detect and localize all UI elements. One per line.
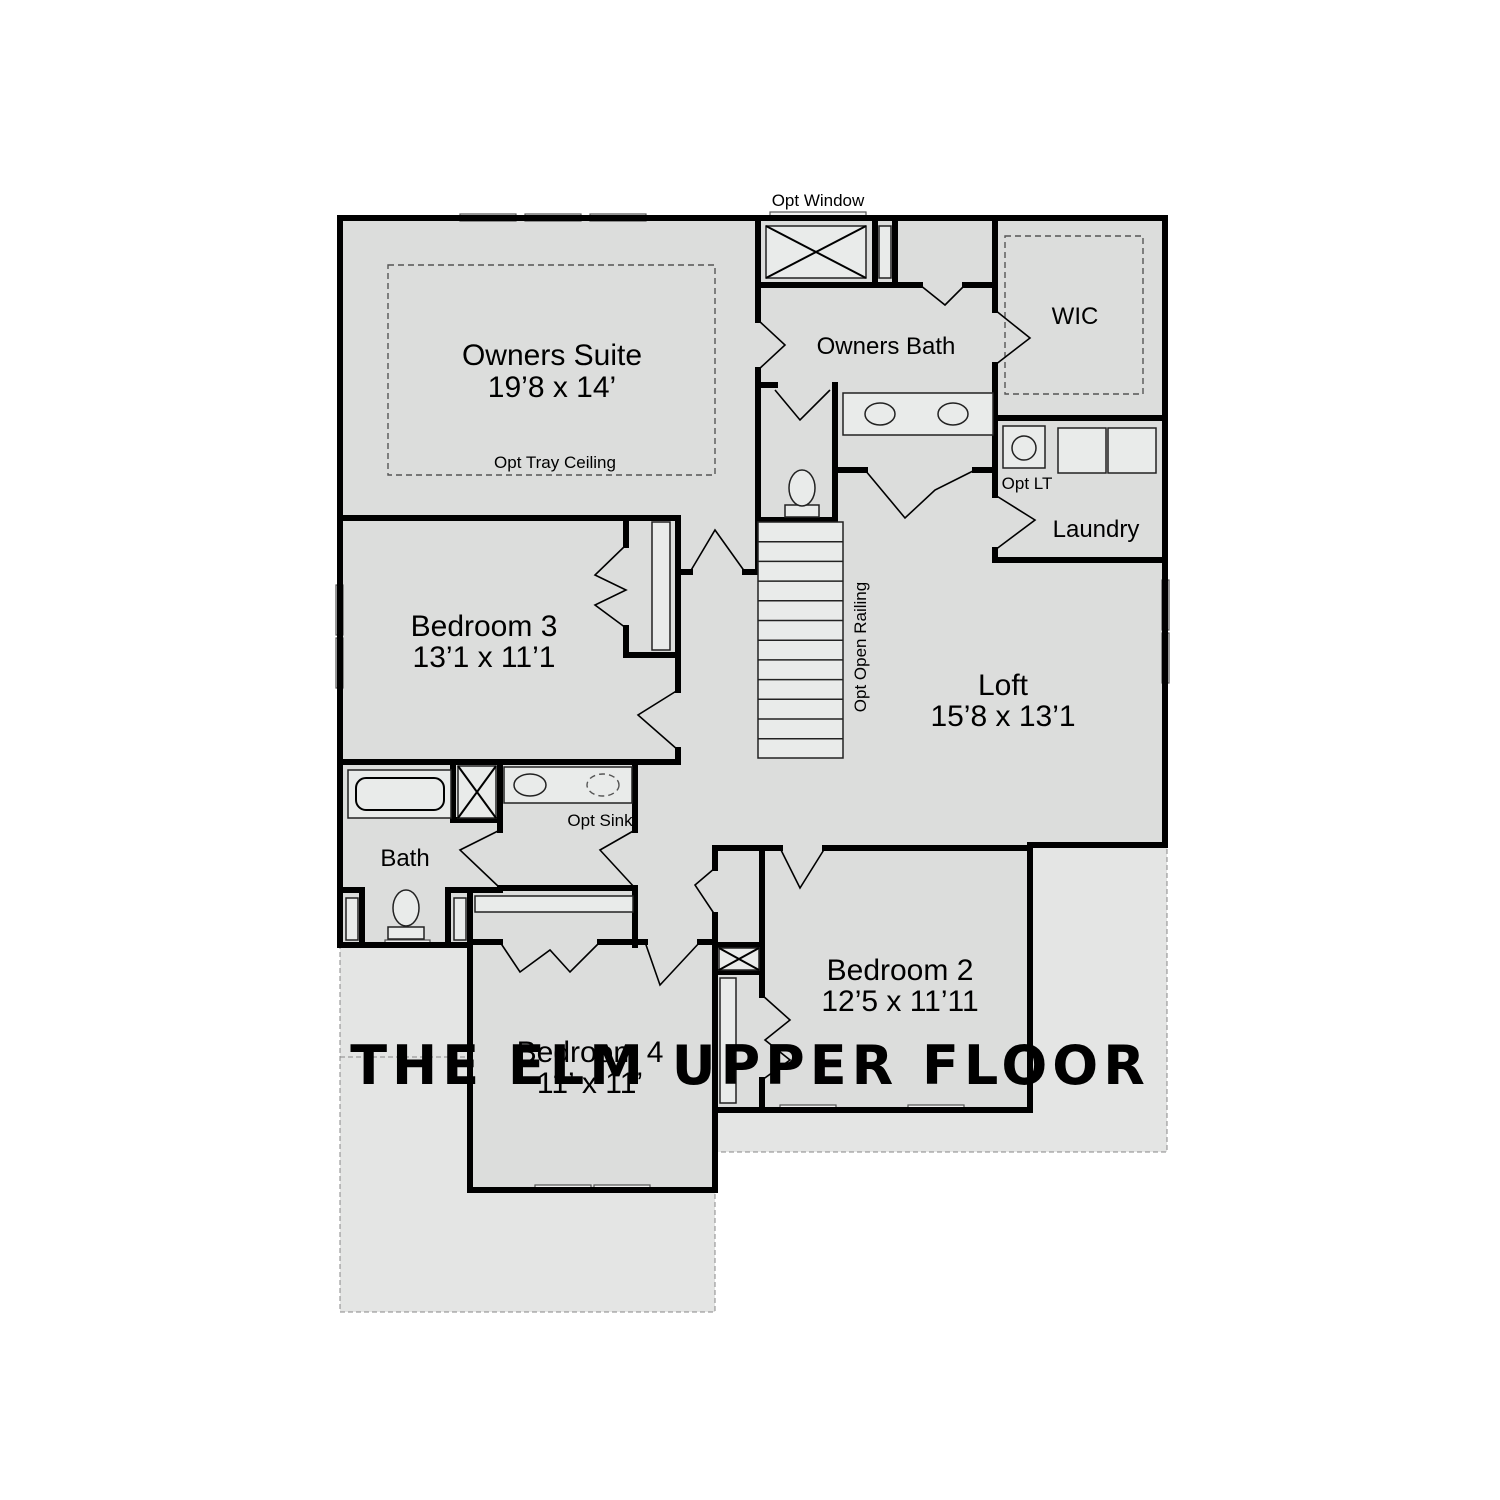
door-swing bbox=[636, 689, 679, 751]
sink-icon bbox=[513, 773, 547, 797]
owners-suite-dims: 19’8 x 14’ bbox=[488, 371, 616, 404]
door-swing bbox=[593, 544, 628, 629]
bedroom2-dims: 12’5 x 11’11 bbox=[821, 985, 978, 1018]
door-swing bbox=[458, 829, 501, 889]
opt-lt-note: Opt LT bbox=[1002, 474, 1053, 493]
opt-open-railing-note: Opt Open Railing bbox=[851, 582, 870, 712]
sink-icon bbox=[937, 402, 969, 426]
owners-suite-name: Owners Suite bbox=[462, 339, 642, 372]
door-swing bbox=[644, 941, 701, 987]
closet-x bbox=[718, 947, 760, 971]
bedroom3-name: Bedroom 3 bbox=[411, 610, 558, 643]
door-swing bbox=[919, 284, 966, 307]
stairs bbox=[757, 521, 844, 759]
labels: Owners Suite 19’8 x 14’ Opt Tray Ceiling… bbox=[380, 191, 1139, 1100]
toilet-icon bbox=[788, 469, 816, 507]
closet-x bbox=[457, 765, 497, 819]
floor-fill bbox=[339, 218, 1168, 1313]
door-swing bbox=[693, 867, 716, 916]
door-swing bbox=[757, 319, 787, 371]
interior-floor-top bbox=[343, 221, 1162, 1187]
bathtub-inner bbox=[355, 777, 445, 811]
tray-ceiling-outline bbox=[387, 264, 716, 476]
door-swing bbox=[689, 528, 746, 573]
washer-icon bbox=[1057, 427, 1107, 474]
shower-x bbox=[765, 225, 867, 279]
bedroom4-dims: 11’ x 11’ bbox=[537, 1067, 643, 1100]
door-swing bbox=[864, 469, 976, 520]
closet-wall bbox=[623, 625, 681, 658]
laundry-name: Laundry bbox=[1053, 516, 1140, 543]
plan-title: THE ELM UPPER FLOOR bbox=[350, 1034, 1150, 1097]
bath-name: Bath bbox=[380, 845, 429, 872]
sink-icon bbox=[1011, 435, 1037, 461]
door-swing bbox=[761, 994, 792, 1081]
bedroom4-closet-rod bbox=[474, 895, 634, 913]
dryer-icon bbox=[1107, 427, 1157, 474]
door-swing bbox=[598, 829, 636, 889]
opt-sink-icon bbox=[586, 773, 620, 797]
door-swing bbox=[779, 847, 826, 890]
owners-toilet-tank bbox=[784, 504, 820, 518]
bedroom3-closet-rod bbox=[651, 521, 671, 651]
hall-toilet-tank bbox=[387, 926, 425, 940]
fixtures bbox=[345, 225, 1157, 1104]
loft-name: Loft bbox=[978, 669, 1029, 702]
wic-shelving bbox=[1004, 235, 1144, 395]
walls bbox=[337, 215, 1168, 1193]
opt-window-note: Opt Window bbox=[772, 191, 865, 210]
door-swing bbox=[994, 494, 1037, 551]
opt-sink-note: Opt Sink bbox=[567, 811, 633, 830]
bedroom4-name: Bedroom 4 bbox=[517, 1036, 664, 1069]
doors bbox=[458, 284, 1037, 1081]
door-swing bbox=[994, 309, 1032, 366]
wic-name: WIC bbox=[1052, 303, 1099, 330]
door-swing bbox=[499, 941, 601, 974]
opt-tray-ceiling-note: Opt Tray Ceiling bbox=[494, 453, 616, 472]
linen-closet bbox=[345, 897, 359, 941]
linen-closet bbox=[878, 225, 892, 279]
toilet-icon bbox=[392, 889, 420, 927]
bedroom2-name: Bedroom 2 bbox=[827, 954, 974, 987]
door-swing bbox=[774, 389, 831, 422]
sink-icon bbox=[864, 402, 896, 426]
bedroom2-closet-rod bbox=[719, 977, 737, 1104]
linen-closet bbox=[453, 897, 467, 941]
loft-dims: 15’8 x 13’1 bbox=[930, 700, 1075, 733]
bedroom3-dims: 13’1 x 11’1 bbox=[413, 641, 556, 674]
owners-bath-name: Owners Bath bbox=[817, 333, 956, 360]
